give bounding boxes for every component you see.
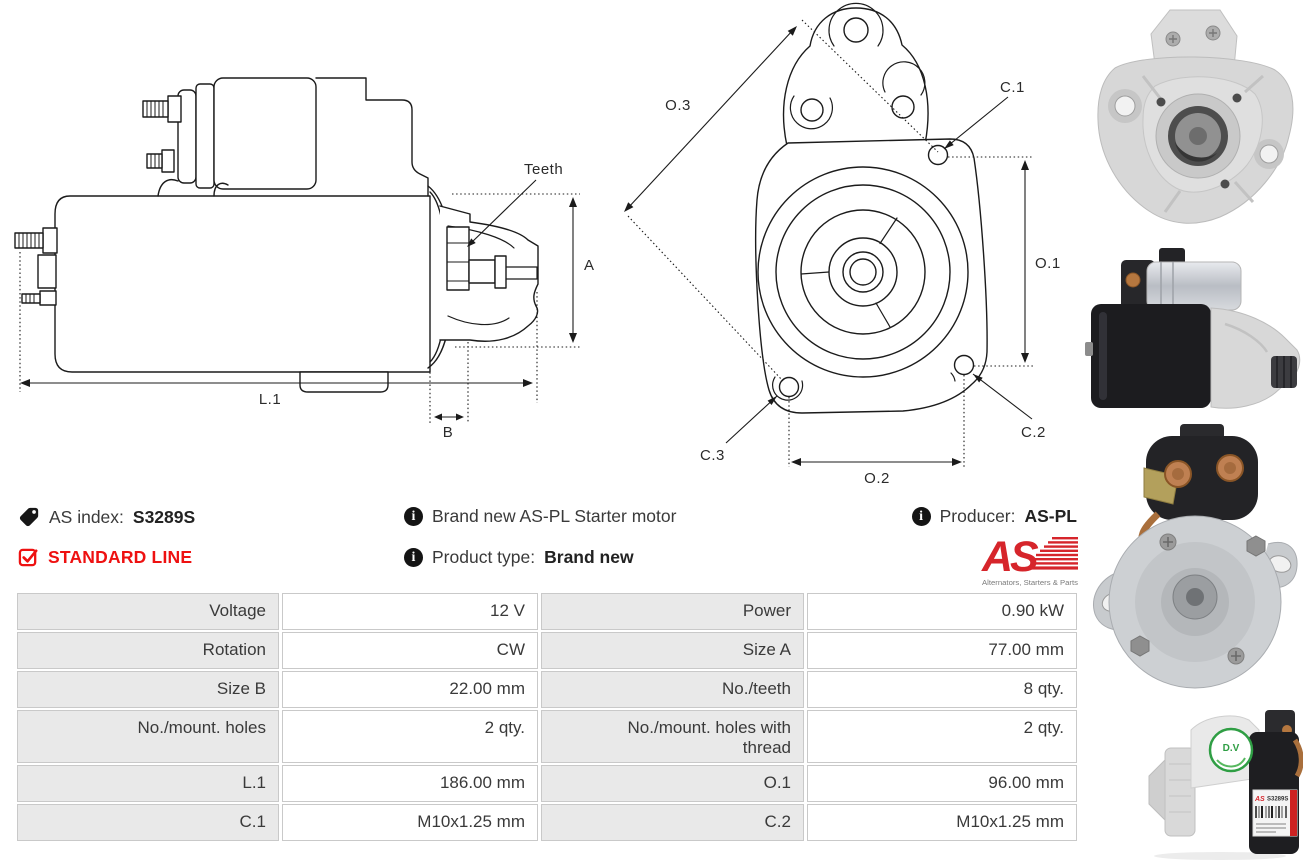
product-description: Brand new AS-PL Starter motor: [432, 506, 677, 526]
spec-value: 22.00 mm: [282, 671, 538, 708]
as-index-value: S3289S: [132, 506, 196, 527]
table-row: Voltage 12 V Power 0.90 kW: [17, 593, 1077, 630]
description-row: i Brand new AS-PL Starter motor: [404, 506, 676, 527]
spec-label: No./mount. holes with thread: [541, 710, 804, 763]
spec-label: No./mount. holes: [17, 710, 279, 763]
spec-label: Size A: [541, 632, 804, 669]
spec-label: C.1: [17, 804, 279, 841]
product-type-row: i Product type: Brand new: [404, 547, 634, 568]
checkbox-checked-icon: [18, 548, 38, 567]
front-view-technical-drawing: O.3 C.1 O.1 O.2 C.2 C.3: [624, 2, 1061, 487]
dim-label-o2: O.2: [864, 470, 890, 487]
as-index-row: AS index: S3289S: [18, 506, 195, 528]
producer-label: Producer:: [939, 506, 1016, 526]
table-row: Size B 22.00 mm No./teeth 8 qty.: [17, 671, 1077, 708]
dim-label-c1: C.1: [1000, 79, 1025, 96]
info-icon: i: [404, 507, 423, 526]
dim-label-b: B: [443, 424, 454, 441]
table-row: No./mount. holes 2 qty. No./mount. holes…: [17, 710, 1077, 763]
label-part-code: S3289S: [1267, 797, 1288, 803]
product-photo-front-view: [1097, 9, 1294, 224]
spec-label: Power: [541, 593, 804, 630]
product-photo-rear-view: [1093, 424, 1298, 689]
spec-value: 0.90 kW: [807, 593, 1077, 630]
spec-value: 12 V: [282, 593, 538, 630]
dim-label-c2: C.2: [1021, 424, 1046, 441]
spec-value: M10x1.25 mm: [807, 804, 1077, 841]
spec-value: 2 qty.: [282, 710, 538, 763]
spec-table: Voltage 12 V Power 0.90 kW Rotation CW S…: [17, 593, 1077, 843]
spec-label: Rotation: [17, 632, 279, 669]
standard-line-row: STANDARD LINE: [18, 547, 192, 568]
side-view-technical-drawing: Teeth A L.1 B: [14, 77, 595, 441]
spec-value: 77.00 mm: [807, 632, 1077, 669]
standard-line-label: STANDARD LINE: [48, 547, 193, 567]
spec-value: 96.00 mm: [807, 765, 1077, 802]
producer-value: AS-PL: [1024, 506, 1078, 526]
dim-label-c3: C.3: [700, 447, 725, 464]
tag-icon: [19, 507, 39, 527]
spec-label: L.1: [17, 765, 279, 802]
spec-value: CW: [282, 632, 538, 669]
product-type-value: Brand new: [544, 547, 634, 567]
spec-value: M10x1.25 mm: [282, 804, 538, 841]
spec-label: Voltage: [17, 593, 279, 630]
spec-label: Size B: [17, 671, 279, 708]
product-photo-side-view: [1085, 248, 1301, 409]
dim-label-o1: O.1: [1035, 255, 1061, 272]
logo-text: AS: [981, 534, 1039, 581]
dim-label-o3: O.3: [665, 97, 691, 114]
dim-label-teeth: Teeth: [524, 161, 563, 178]
spec-label: No./teeth: [541, 671, 804, 708]
table-row: C.1 M10x1.25 mm C.2 M10x1.25 mm: [17, 804, 1077, 841]
product-type-label: Product type:: [432, 547, 536, 567]
label-as-mark: AS: [1254, 796, 1265, 803]
table-row: L.1 186.00 mm O.1 96.00 mm: [17, 765, 1077, 802]
logo-tagline: Alternators, Starters & Parts: [982, 580, 1079, 587]
table-row: Rotation CW Size A 77.00 mm: [17, 632, 1077, 669]
product-photo-side-view-labeled: D.V AS S3289S: [1148, 710, 1303, 860]
eco-badge-text: D.V: [1223, 743, 1240, 754]
info-icon: i: [911, 507, 931, 526]
spec-value: 8 qty.: [807, 671, 1077, 708]
producer-row: i Producer: AS-PL: [911, 506, 1078, 527]
spec-label: C.2: [541, 804, 804, 841]
info-icon: i: [404, 548, 423, 567]
spec-value: 2 qty.: [807, 710, 1077, 763]
dim-label-l1: L.1: [259, 391, 281, 408]
as-index-label: AS index:: [49, 506, 124, 527]
spec-value: 186.00 mm: [282, 765, 538, 802]
as-pl-logo: AS Alternators, Starters & Parts: [980, 534, 1080, 590]
spec-label: O.1: [541, 765, 804, 802]
dim-label-a: A: [584, 257, 595, 274]
